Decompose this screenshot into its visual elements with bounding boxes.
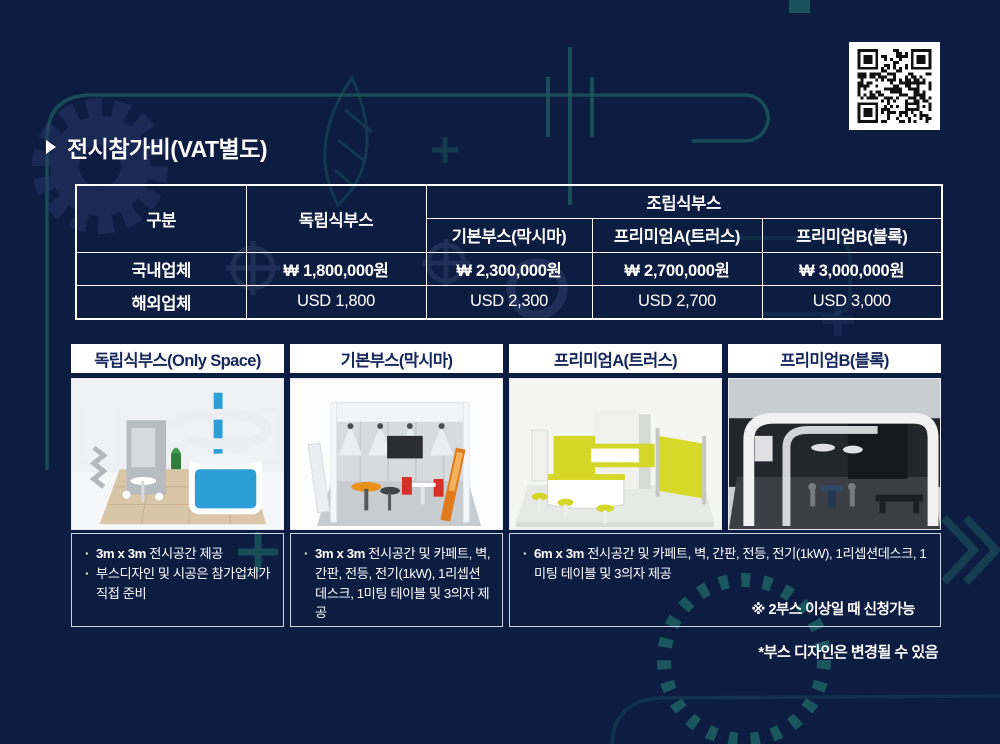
table-header-category: 구분 (75, 184, 247, 253)
price-cell: USD 3,000 (761, 284, 943, 320)
page-title-row: 전시참가비(VAT별도) (46, 130, 268, 164)
tick-lines-decoration (546, 47, 594, 205)
price-cell: USD 2,700 (591, 284, 763, 320)
bullet-item: 3m x 3m 전시공간 및 카페트, 벽, 간판, 전등, 전기(1kW), … (302, 544, 491, 623)
booth-photo-basic (290, 378, 503, 530)
price-table: 구분 독립식부스 조립식부스 기본부스(막시마) 프리미엄A(트러스) 프리미엄… (75, 184, 944, 320)
premium-condition-note: ※ 2부스 이상일 때 신청가능 (751, 601, 915, 618)
design-change-note: *부스 디자인은 변경될 수 있음 (758, 644, 938, 661)
table-row: 해외업체 USD 1,800 USD 2,300 USD 2,700 USD 3… (75, 284, 943, 320)
chevron-decorations (941, 515, 1000, 585)
right-triangle-icon (46, 140, 56, 154)
card-description-premium: 6m x 3m 전시공간 및 카페트, 벽, 간판, 전등, 전기(1kW), … (509, 533, 941, 627)
table-header-assembled-booth: 조립식부스 (425, 184, 943, 219)
booth-photo-only-space (71, 378, 284, 530)
bullet-item: 부스디자인 및 시공은 참가업체가 직접 준비 (83, 564, 272, 604)
page-title: 전시참가비(VAT별도) (67, 136, 268, 162)
table-header-premium-a: 프리미엄A(트러스) (591, 217, 763, 253)
card-title-premium-b: 프리미엄B(블록) (728, 344, 941, 373)
card-title-basic: 기본부스(막시마) (290, 344, 503, 373)
row-label-overseas: 해외업체 (75, 284, 247, 320)
booth-photo-premium-b (728, 378, 941, 530)
booth-photo-premium-a (509, 378, 722, 530)
price-cell: ₩ 3,000,000원 (761, 251, 943, 286)
price-cell: USD 1,800 (245, 284, 427, 320)
table-row: 국내업체 ₩ 1,800,000원 ₩ 2,300,000원 ₩ 2,700,0… (75, 251, 943, 286)
card-description-only-space: 3m x 3m 전시공간 제공 부스디자인 및 시공은 참가업체가 직접 준비 (71, 533, 284, 627)
card-description-basic: 3m x 3m 전시공간 및 카페트, 벽, 간판, 전등, 전기(1kW), … (290, 533, 503, 627)
bottom-line-decoration (610, 694, 1000, 744)
card-title-only-space: 독립식부스(Only Space) (71, 344, 284, 373)
bullet-item: 6m x 3m 전시공간 및 카페트, 벽, 간판, 전등, 전기(1kW), … (521, 544, 929, 584)
table-header-independent-booth: 독립식부스 (245, 184, 427, 253)
table-header-premium-b: 프리미엄B(블록) (761, 217, 943, 253)
bullet-item: 3m x 3m 전시공간 제공 (83, 544, 272, 564)
row-label-domestic: 국내업체 (75, 251, 247, 286)
price-cell: USD 2,300 (425, 284, 593, 320)
price-cell: ₩ 1,800,000원 (245, 251, 427, 286)
qr-code (849, 42, 940, 130)
price-cell: ₩ 2,300,000원 (425, 251, 593, 286)
price-cell: ₩ 2,700,000원 (591, 251, 763, 286)
square-decoration (789, 0, 810, 13)
card-title-premium-a: 프리미엄A(트러스) (509, 344, 722, 373)
table-header-basic: 기본부스(막시마) (425, 217, 593, 253)
